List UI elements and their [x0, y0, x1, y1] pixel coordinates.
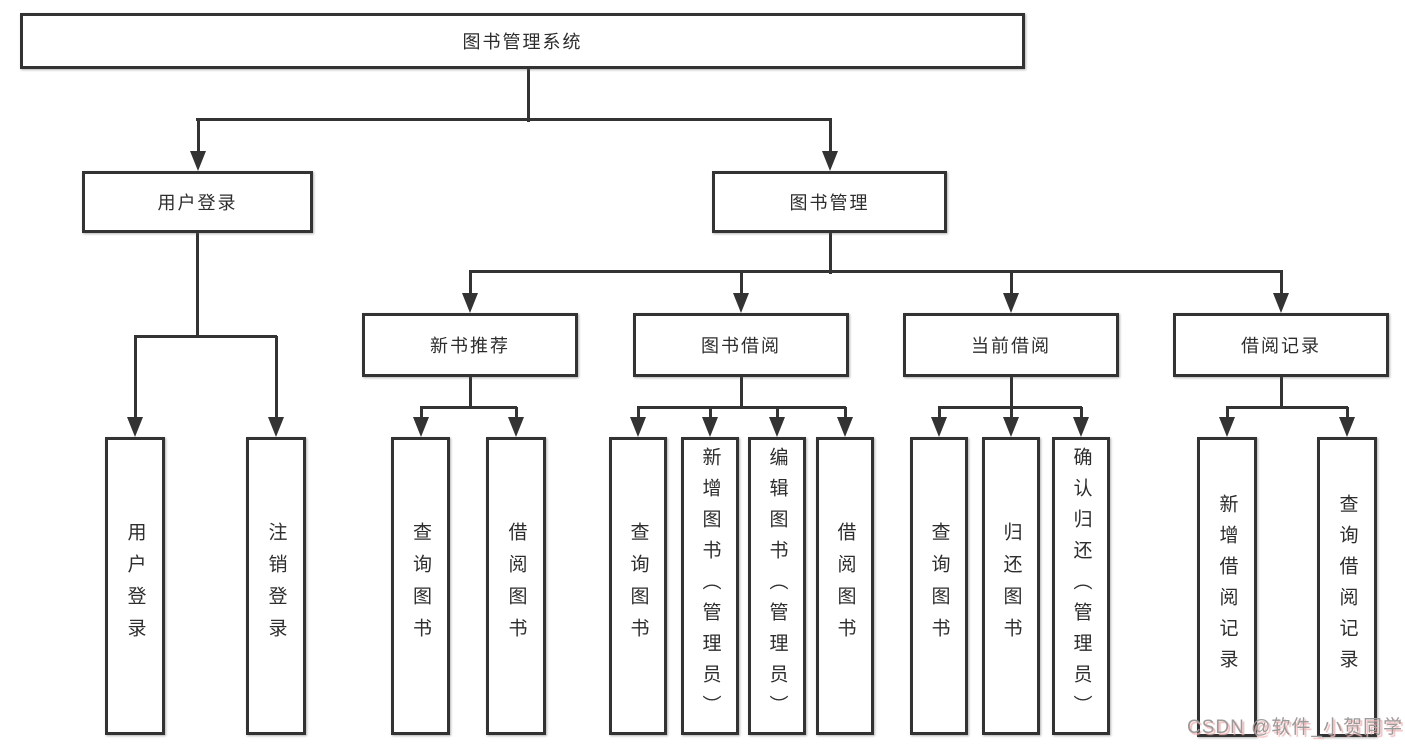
- connector-hline: [1226, 405, 1348, 409]
- connector-vline: [195, 233, 199, 338]
- connector-arrow-stem: [514, 407, 518, 419]
- arrow-down-icon: [1273, 293, 1289, 313]
- leaf-br-query-record: 查询借阅记录: [1317, 437, 1377, 737]
- connector-arrow-stem: [1009, 271, 1013, 295]
- arrow-down-icon: [822, 151, 838, 171]
- arrow-down-icon: [1339, 417, 1355, 437]
- arrow-down-icon: [190, 151, 206, 171]
- arrow-down-icon: [837, 417, 853, 437]
- arrow-down-icon: [769, 417, 785, 437]
- connector-vline: [468, 377, 472, 409]
- connector-arrow-stem: [274, 336, 278, 419]
- leaf-cb-query-books: 查询图书: [910, 437, 968, 735]
- connector-hline: [420, 405, 517, 409]
- leaf-bb-borrow-books: 借阅图书: [816, 437, 874, 735]
- connector-arrow-stem: [1279, 271, 1283, 295]
- connector-vline: [526, 69, 530, 122]
- arrow-down-icon: [733, 293, 749, 313]
- node-book-borrow: 图书借阅: [633, 313, 849, 377]
- arrow-down-icon: [268, 417, 284, 437]
- leaf-user-login: 用户登录: [105, 437, 165, 735]
- arrow-down-icon: [413, 417, 429, 437]
- connector-hline: [196, 117, 832, 121]
- node-current-borrow: 当前借阅: [903, 313, 1119, 377]
- connector-hline: [134, 334, 277, 338]
- connector-arrow-stem: [419, 407, 423, 419]
- connector-hline: [469, 269, 1283, 273]
- connector-arrow-stem: [196, 119, 200, 153]
- node-new-book-recommend: 新书推荐: [362, 313, 578, 377]
- node-root-library-system: 图书管理系统: [20, 13, 1025, 69]
- arrow-down-icon: [1003, 293, 1019, 313]
- leaf-cb-return-books: 归还图书: [982, 437, 1040, 735]
- leaf-nbr-query-books: 查询图书: [391, 437, 450, 735]
- arrow-down-icon: [127, 417, 143, 437]
- node-book-management-group: 图书管理: [712, 171, 947, 233]
- connector-vline: [739, 377, 743, 409]
- connector-arrow-stem: [1079, 407, 1083, 419]
- arrow-down-icon: [1073, 417, 1089, 437]
- leaf-nbr-borrow-books: 借阅图书: [486, 437, 546, 735]
- connector-hline: [637, 405, 846, 409]
- connector-arrow-stem: [708, 407, 712, 419]
- connector-vline: [1009, 377, 1013, 409]
- leaf-bb-query-books: 查询图书: [609, 437, 667, 735]
- connector-arrow-stem: [636, 407, 640, 419]
- connector-arrow-stem: [133, 336, 137, 419]
- leaf-bb-add-books-admin: 新增图书（管理员）: [681, 437, 739, 735]
- node-user-login-group: 用户登录: [82, 171, 313, 233]
- connector-arrow-stem: [828, 119, 832, 153]
- connector-arrow-stem: [775, 407, 779, 419]
- connector-arrow-stem: [468, 271, 472, 295]
- connector-arrow-stem: [1345, 407, 1349, 419]
- connector-arrow-stem: [1225, 407, 1229, 419]
- arrow-down-icon: [931, 417, 947, 437]
- arrow-down-icon: [462, 293, 478, 313]
- connector-arrow-stem: [1009, 407, 1013, 419]
- arrow-down-icon: [702, 417, 718, 437]
- leaf-br-add-record: 新增借阅记录: [1197, 437, 1257, 737]
- arrow-down-icon: [1003, 417, 1019, 437]
- connector-vline: [1279, 377, 1283, 409]
- leaf-logout: 注销登录: [246, 437, 306, 735]
- arrow-down-icon: [630, 417, 646, 437]
- arrow-down-icon: [1219, 417, 1235, 437]
- leaf-cb-confirm-return-admin: 确认归还（管理员）: [1052, 437, 1110, 735]
- connector-arrow-stem: [739, 271, 743, 295]
- connector-arrow-stem: [937, 407, 941, 419]
- leaf-bb-edit-books-admin: 编辑图书（管理员）: [748, 437, 806, 735]
- connector-arrow-stem: [843, 407, 847, 419]
- arrow-down-icon: [508, 417, 524, 437]
- node-borrow-record: 借阅记录: [1173, 313, 1389, 377]
- connector-vline: [828, 233, 832, 274]
- csdn-watermark: CSDN @软件_小贺同学: [1187, 717, 1403, 738]
